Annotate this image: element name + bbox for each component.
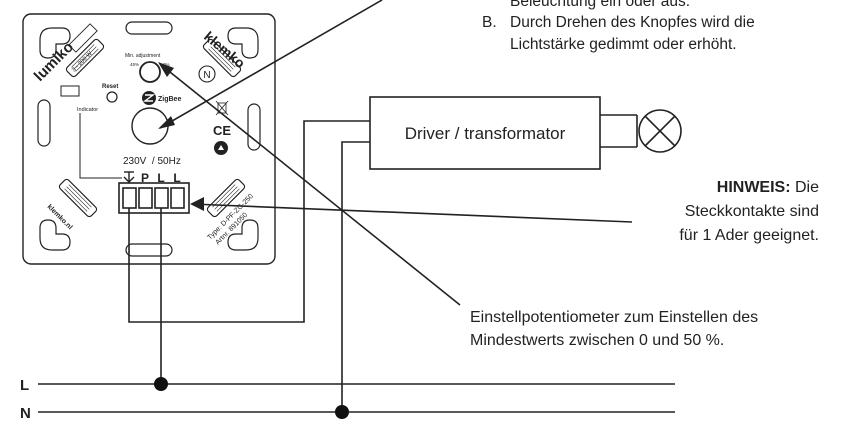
supply-label-l: L: [20, 377, 29, 394]
earth-icon: [123, 171, 135, 183]
voltage-rating: 230V / 50Hz: [123, 156, 181, 167]
pointer-arrows: [159, 0, 633, 306]
adjustment-knob: [139, 61, 161, 83]
arrowhead-terminals: [190, 197, 204, 211]
adjust-min: 45%: [130, 62, 139, 67]
zigbee-label: ZigBee: [158, 96, 181, 103]
side-slot-left: [37, 99, 51, 147]
junction-dot-l: [154, 377, 168, 391]
terminal-block: [118, 182, 190, 214]
n-symbol: N: [203, 70, 210, 81]
brand-bottom: klemko.nl: [46, 203, 74, 231]
terminal-slot: [154, 187, 169, 209]
top-slot: [125, 21, 173, 35]
corner-slot-bl: [39, 219, 71, 251]
terminal-slot: [170, 187, 185, 209]
arrow-to-knob: [159, 63, 461, 306]
n-symbol-circle: [198, 65, 216, 83]
potentiometer-line-2: Mindestwerts zwischen 0 und 50 %.: [470, 332, 725, 349]
hinweis-line-1: HINWEIS: Die: [679, 176, 819, 200]
instruction-b-line-1: Durch Drehen des Knopfes wird die: [510, 14, 755, 31]
hinweis-note: HINWEIS: Die Steckkontakte sind für 1 Ad…: [679, 176, 819, 248]
device-outline: [22, 13, 276, 265]
ce-mark: CE: [213, 123, 231, 138]
hinweis-line-2: Steckkontakte sind: [684, 203, 819, 220]
terminal-label: L: [157, 171, 164, 185]
power-rating-box: [68, 23, 98, 53]
arrowhead-dial: [158, 116, 175, 129]
terminal-slots: [122, 187, 185, 209]
side-slot-right: [247, 103, 261, 151]
instruction-b-line-2: Lichtstärke gedimmt oder erhöht.: [510, 36, 737, 53]
diag-slot-tl: [65, 38, 105, 78]
diag-slot-tr: [202, 38, 242, 78]
reset-button: [106, 91, 118, 103]
hinweis-line-3: für 1 Ader geeignet.: [679, 227, 819, 244]
indicator-label: Indicator: [77, 107, 98, 113]
wire-driver-input-1: [128, 120, 370, 323]
arrow-to-dial: [159, 0, 383, 129]
junction-dot-n: [335, 405, 349, 419]
corner-slot-tl: [39, 27, 71, 59]
adjust-max: 0%: [163, 62, 170, 67]
instruction-b-marker: B.: [482, 14, 497, 31]
adjust-label: Min. adjustment: [125, 53, 161, 59]
corner-slot-br: [227, 219, 259, 251]
reset-label: Reset: [102, 84, 118, 90]
indicator-window: [60, 85, 80, 97]
supply-label-n: N: [20, 405, 31, 422]
wiring: [38, 114, 675, 413]
terminal-slot: [138, 187, 153, 209]
wire-n-to-driver: [341, 141, 370, 412]
arrowhead-knob: [158, 62, 174, 77]
potentiometer-line-1: Einstellpotentiometer zum Einstellen des: [470, 309, 759, 326]
lamp-icon: [638, 109, 682, 153]
bottom-slot: [125, 243, 173, 257]
indicator-bracket: [79, 113, 122, 179]
hinweis-bold: HINWEIS:: [716, 179, 791, 196]
diag-slot-bl: [58, 178, 98, 218]
driver-box: [369, 96, 601, 170]
recycle-icon: [214, 141, 228, 155]
terminal-slot: [122, 187, 137, 209]
zigbee-logo-icon: [142, 91, 156, 105]
brand-left: lumiko: [31, 39, 77, 85]
corner-slot-tr: [227, 27, 259, 59]
potentiometer-note: Einstellpotentiometer zum Einstellen des…: [470, 306, 758, 352]
driver-label: Driver / transformator: [405, 124, 566, 143]
power-rating: 3 - 200 W: [71, 51, 94, 74]
instruction-top-fragment: Beleuchtung ein oder aus.: [510, 0, 691, 10]
dimmer-device: [22, 13, 276, 265]
terminal-label: L: [173, 171, 180, 185]
terminal-label: P: [141, 171, 149, 185]
arrow-to-terminals: [191, 203, 633, 223]
hinweis-line-1-rest: Die: [790, 179, 819, 196]
